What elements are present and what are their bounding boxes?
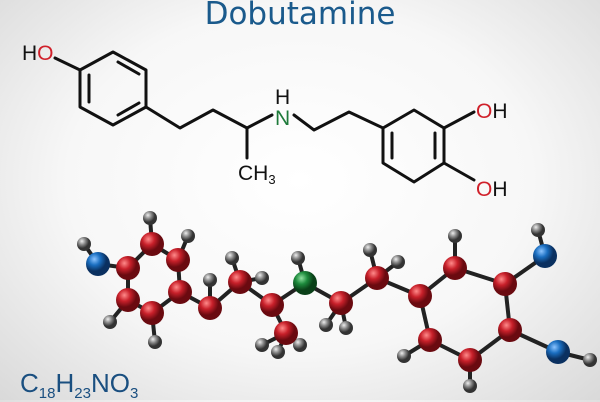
- carbon-atom: [443, 256, 467, 280]
- methyl-label: CH3: [238, 162, 276, 187]
- hydrogen-atom: [225, 251, 239, 265]
- hydrogen-atom: [363, 243, 377, 257]
- oxygen-atom: [86, 252, 110, 276]
- carbon-atom: [408, 284, 432, 308]
- hydrogen-atom: [255, 271, 269, 285]
- nitrogen-atom: [293, 271, 317, 295]
- hydrogen-atom: [77, 237, 91, 251]
- hydrogen-atom: [397, 349, 411, 363]
- carbon-atom: [116, 256, 140, 280]
- hydrogen-atom: [531, 223, 545, 237]
- carbon-atom: [140, 301, 164, 325]
- carbon-atom: [260, 293, 284, 317]
- hydrogen-atom: [583, 353, 597, 367]
- hydrogen-atom: [255, 338, 269, 352]
- carbon-atom: [418, 328, 442, 352]
- carbon-atom: [116, 288, 140, 312]
- carbon-atom: [498, 318, 522, 342]
- carbon-atom: [274, 321, 298, 345]
- hydrogen-atom: [319, 318, 333, 332]
- hydrogen-atom: [271, 345, 285, 359]
- carbon-atom: [329, 291, 353, 315]
- oxygen-atom: [533, 244, 557, 268]
- hydrogen-atom: [181, 229, 195, 243]
- hydrogen-atom: [148, 335, 162, 349]
- hydrogen-atom: [291, 251, 305, 265]
- hydrogen-atom: [103, 315, 117, 329]
- ho-left-label: HO: [22, 42, 54, 65]
- carbon-atom: [140, 232, 164, 256]
- hydrogen-atom: [339, 321, 353, 335]
- hydrogen-atom: [203, 273, 217, 287]
- carbon-atom: [493, 272, 517, 296]
- hydrogen-atom: [143, 211, 157, 225]
- hydrogen-atom: [448, 229, 462, 243]
- oh-bottom-label: OH: [476, 178, 508, 201]
- carbon-atom: [198, 296, 222, 320]
- carbon-atom: [458, 348, 482, 372]
- amine-nitrogen: N: [275, 107, 290, 130]
- ball-and-stick-model: [77, 211, 597, 393]
- nh-hydrogen: H: [275, 86, 290, 109]
- carbon-atom: [166, 248, 190, 272]
- carbon-atom: [168, 280, 192, 304]
- hydrogen-atom: [391, 255, 405, 269]
- molecular-formula: C18H23NO3: [20, 368, 138, 402]
- carbon-atom: [365, 266, 389, 290]
- oxygen-atom: [546, 340, 570, 364]
- carbon-atom: [228, 270, 252, 294]
- hydrogen-atom: [463, 379, 477, 393]
- oh-top-label: OH: [476, 100, 508, 123]
